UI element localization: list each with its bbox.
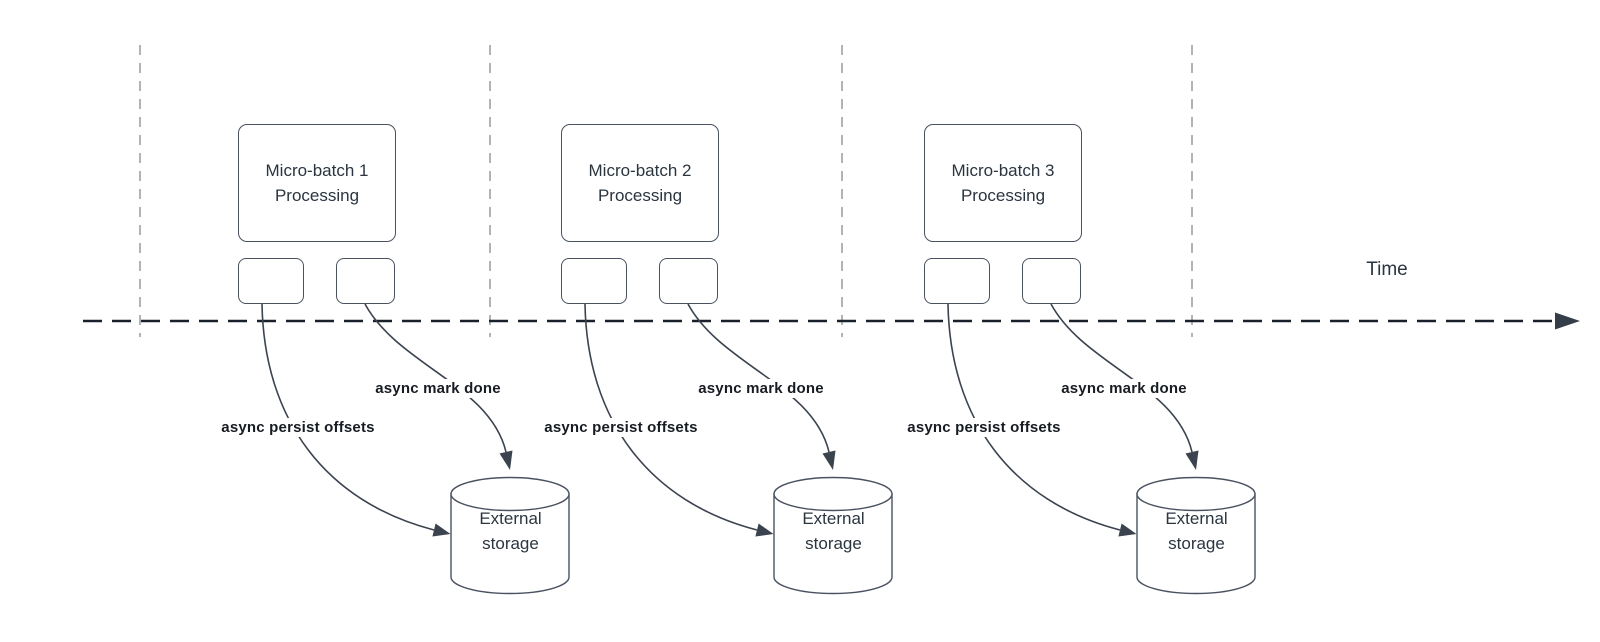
group-2-lines bbox=[584, 303, 893, 595]
persist-offsets-arrow-curve bbox=[947, 303, 1121, 531]
persist-offsets-arrow-curve bbox=[261, 303, 435, 531]
time-axis-label: Time bbox=[1366, 259, 1408, 280]
persist-offsets-arrowhead-icon bbox=[755, 523, 774, 537]
storage-cylinder-body bbox=[450, 493, 570, 595]
group-1-lines bbox=[261, 303, 570, 595]
storage-cylinder-top bbox=[1136, 476, 1256, 512]
group-3-lines bbox=[947, 303, 1256, 595]
mark-done-arrowhead-icon bbox=[499, 450, 513, 470]
mark-done-arrow-curve bbox=[687, 303, 830, 453]
persist-offsets-arrow-curve bbox=[584, 303, 758, 531]
storage-cylinder-top bbox=[450, 476, 570, 512]
storage-cylinder-body bbox=[773, 493, 893, 595]
storage-cylinder-body bbox=[1136, 493, 1256, 595]
time-axis-arrowhead-icon bbox=[1555, 312, 1580, 330]
mark-done-arrow-curve bbox=[1050, 303, 1193, 453]
persist-offsets-arrowhead-icon bbox=[432, 523, 451, 537]
mark-done-arrowhead-icon bbox=[822, 450, 836, 470]
storage-cylinder-top bbox=[773, 476, 893, 512]
persist-offsets-arrowhead-icon bbox=[1118, 523, 1137, 537]
mark-done-arrow-curve bbox=[364, 303, 507, 453]
mark-done-arrowhead-icon bbox=[1185, 450, 1199, 470]
